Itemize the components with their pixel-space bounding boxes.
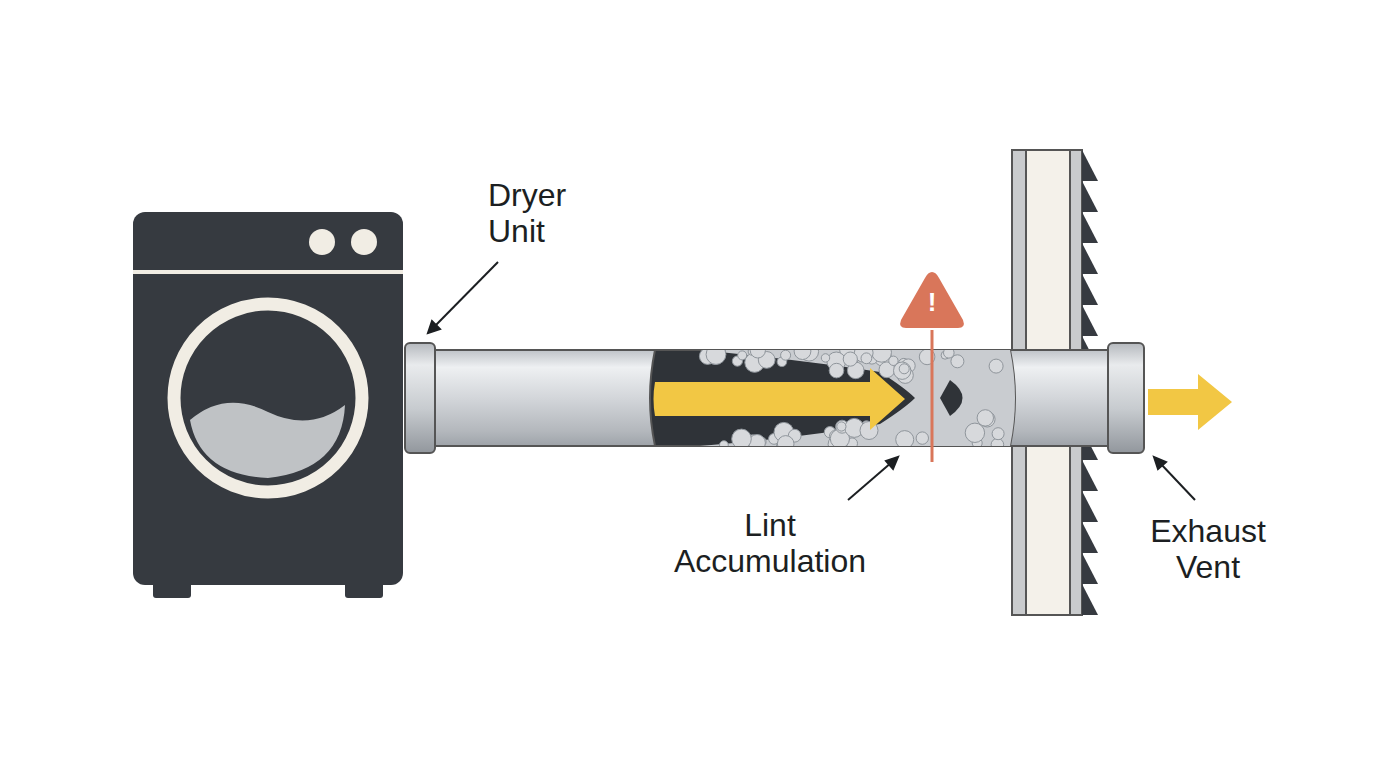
lint-tuft	[894, 362, 911, 379]
lint-tuft	[829, 363, 844, 378]
warning-mark: !	[917, 289, 947, 315]
exhaust-arrow	[1148, 374, 1232, 430]
lint-tuft	[781, 350, 791, 360]
leader-lines	[428, 262, 1195, 500]
siding-shingle	[1082, 584, 1098, 615]
part-label: Lint Accumulation	[645, 508, 895, 580]
siding-shingle	[1082, 522, 1098, 553]
siding-shingle	[1082, 212, 1098, 243]
lint-tuft	[720, 441, 729, 450]
siding-shingle	[1082, 181, 1098, 212]
lint-tuft	[992, 428, 1004, 440]
lint-tuft	[843, 352, 857, 366]
lint-tuft	[794, 343, 811, 360]
lint-tuft	[750, 343, 765, 358]
siding-shingle	[1082, 243, 1098, 274]
lint-tuft	[837, 422, 846, 431]
lint-tuft	[821, 354, 829, 362]
lint-tuft	[861, 353, 872, 364]
lint-tuft	[777, 436, 794, 453]
siding-shingle	[1082, 460, 1098, 491]
lint-tuft	[732, 429, 752, 449]
siding-shingle	[1082, 150, 1098, 181]
siding-shingle	[1082, 274, 1098, 305]
lint-tuft	[899, 364, 909, 374]
part-label: Dryer Unit	[488, 178, 608, 250]
lint-tuft	[896, 431, 914, 449]
vent-duct	[405, 342, 1144, 454]
lint-tuft	[977, 410, 993, 426]
lint-tuft	[738, 351, 747, 360]
warning-icon	[900, 272, 964, 462]
part-label: Exhaust Vent	[1128, 514, 1288, 586]
lint-tuft	[706, 345, 726, 365]
siding-shingle	[1082, 553, 1098, 584]
lint-tuft	[916, 432, 928, 444]
siding-shingle	[1082, 491, 1098, 522]
lint-tuft	[989, 359, 1003, 373]
lint-tuft	[965, 423, 984, 442]
lint-tuft	[944, 348, 955, 359]
siding-shingle	[1082, 305, 1098, 336]
dryer-illustration	[133, 212, 403, 598]
lint-tuft	[991, 438, 1004, 451]
